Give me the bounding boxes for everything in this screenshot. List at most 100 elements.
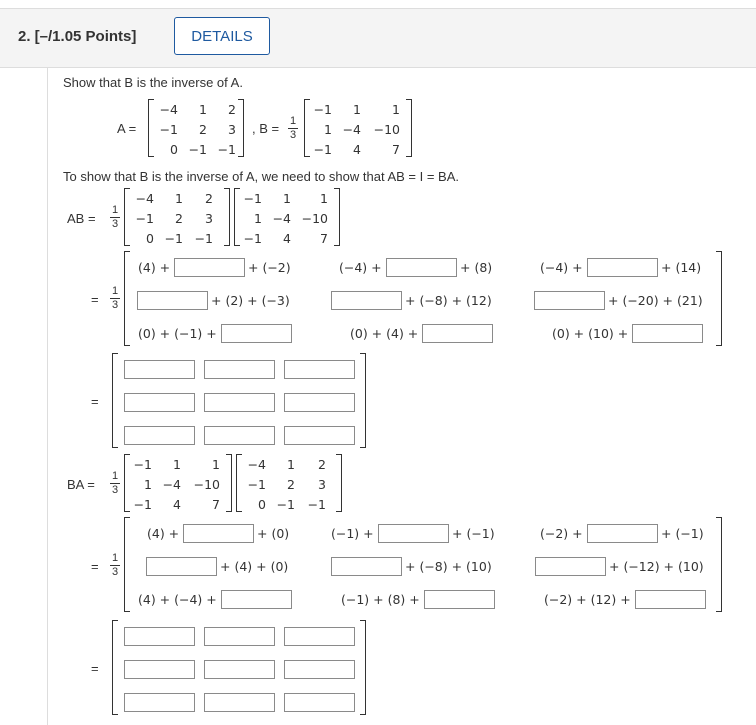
answer-input[interactable] — [137, 291, 208, 310]
answer-input[interactable] — [204, 393, 275, 412]
expression-text: (−4) + — [339, 260, 382, 275]
ba-label: BA = — [67, 477, 95, 492]
bracket-right — [336, 454, 342, 512]
matrix-cell: −1 — [159, 122, 178, 137]
answer-input[interactable] — [378, 524, 449, 543]
answer-input[interactable] — [386, 258, 457, 277]
answer-input[interactable] — [534, 291, 605, 310]
answer-input[interactable] — [632, 324, 703, 343]
expression-text: (0) + (4) + — [350, 326, 419, 341]
answer-input[interactable] — [124, 426, 195, 445]
matrix-cell: −4 — [159, 102, 178, 117]
matrix-cell: 2 — [199, 122, 207, 137]
expression-text: (−1) + — [331, 526, 374, 541]
matrix-cell: −1 — [313, 102, 332, 117]
answer-input[interactable] — [124, 660, 195, 679]
matrix-cell: 0 — [258, 497, 266, 512]
matrix-cell: 4 — [283, 231, 291, 246]
answer-input[interactable] — [331, 291, 402, 310]
answer-input[interactable] — [183, 524, 254, 543]
details-button[interactable]: DETAILS — [174, 17, 270, 55]
answer-input[interactable] — [124, 393, 195, 412]
answer-input[interactable] — [535, 557, 606, 576]
matrix-cell: 2 — [175, 211, 183, 226]
ab-expanded-matrix: (4) ++ (−2)(−4) ++ (8)(−4) ++ (14)+ (2) … — [124, 251, 722, 346]
answer-input[interactable] — [635, 590, 706, 609]
bracket-right — [406, 99, 412, 157]
matrix-cell: 4 — [353, 142, 361, 157]
answer-input[interactable] — [124, 693, 195, 712]
answer-input[interactable] — [174, 258, 245, 277]
question-number: 2. [–/1.05 Points] — [18, 28, 137, 45]
answer-input[interactable] — [146, 557, 217, 576]
expression-text: + (4) + (0) — [220, 559, 289, 574]
expression-text: + (−8) + (10) — [405, 559, 492, 574]
matrix-cell: 1 — [144, 477, 152, 492]
answer-input[interactable] — [124, 360, 195, 379]
matrix-cell: 1 — [175, 191, 183, 206]
answer-input[interactable] — [284, 393, 355, 412]
bracket-right — [360, 620, 366, 715]
answer-input[interactable] — [221, 590, 292, 609]
details-button-label: DETAILS — [191, 28, 253, 45]
matrix-cell: −4 — [162, 477, 181, 492]
matrix-cell: 1 — [353, 102, 361, 117]
matrix-cell: −1 — [135, 211, 154, 226]
answer-input[interactable] — [284, 426, 355, 445]
matrix-cell: 3 — [318, 477, 326, 492]
matrix-cell: −4 — [342, 122, 361, 137]
answer-input[interactable] — [284, 627, 355, 646]
expression-text: + (2) + (−3) — [211, 293, 290, 308]
answer-input[interactable] — [221, 324, 292, 343]
bracket-right — [716, 251, 722, 346]
matrix-cell: 0 — [170, 142, 178, 157]
answer-input[interactable] — [204, 693, 275, 712]
matrix-cell: −4 — [272, 211, 291, 226]
matrix-cell: −1 — [247, 477, 266, 492]
matrix-cell: 7 — [212, 497, 220, 512]
bracket-right — [238, 99, 244, 157]
matrix-cell: 2 — [205, 191, 213, 206]
bracket-left — [124, 251, 130, 346]
answer-input[interactable] — [204, 627, 275, 646]
bracket-left — [124, 454, 130, 512]
matrix-cell: −1 — [276, 497, 295, 512]
answer-input[interactable] — [204, 660, 275, 679]
answer-input[interactable] — [284, 660, 355, 679]
matrix-cell: 2 — [318, 457, 326, 472]
answer-input[interactable] — [424, 590, 495, 609]
bracket-left — [112, 353, 118, 448]
matrix-cell: 1 — [283, 191, 291, 206]
matrix-cell: 3 — [228, 122, 236, 137]
expression-text: (4) + — [138, 260, 171, 275]
answer-input[interactable] — [124, 627, 195, 646]
answer-input[interactable] — [331, 557, 402, 576]
answer-input[interactable] — [284, 360, 355, 379]
answer-input[interactable] — [204, 360, 275, 379]
ab-result-eq: = — [91, 394, 99, 409]
matrix-cell: −10 — [301, 211, 328, 226]
matrix-cell: 2 — [287, 477, 295, 492]
answer-input[interactable] — [587, 524, 658, 543]
answer-input[interactable] — [204, 426, 275, 445]
matrix-cell: −4 — [247, 457, 266, 472]
matrix-cell: −1 — [217, 142, 236, 157]
matrix-cell: −1 — [164, 231, 183, 246]
expression-text: + (8) — [460, 260, 493, 275]
matrix-cell: 1 — [212, 457, 220, 472]
ba-result-eq: = — [91, 661, 99, 676]
expression-text: (−2) + (12) + — [544, 592, 631, 607]
expression-text: (−4) + — [540, 260, 583, 275]
bracket-right — [360, 353, 366, 448]
matrix-cell: −1 — [133, 497, 152, 512]
answer-input[interactable] — [422, 324, 493, 343]
content-rule — [47, 67, 48, 725]
answer-input[interactable] — [284, 693, 355, 712]
answer-input[interactable] — [587, 258, 658, 277]
